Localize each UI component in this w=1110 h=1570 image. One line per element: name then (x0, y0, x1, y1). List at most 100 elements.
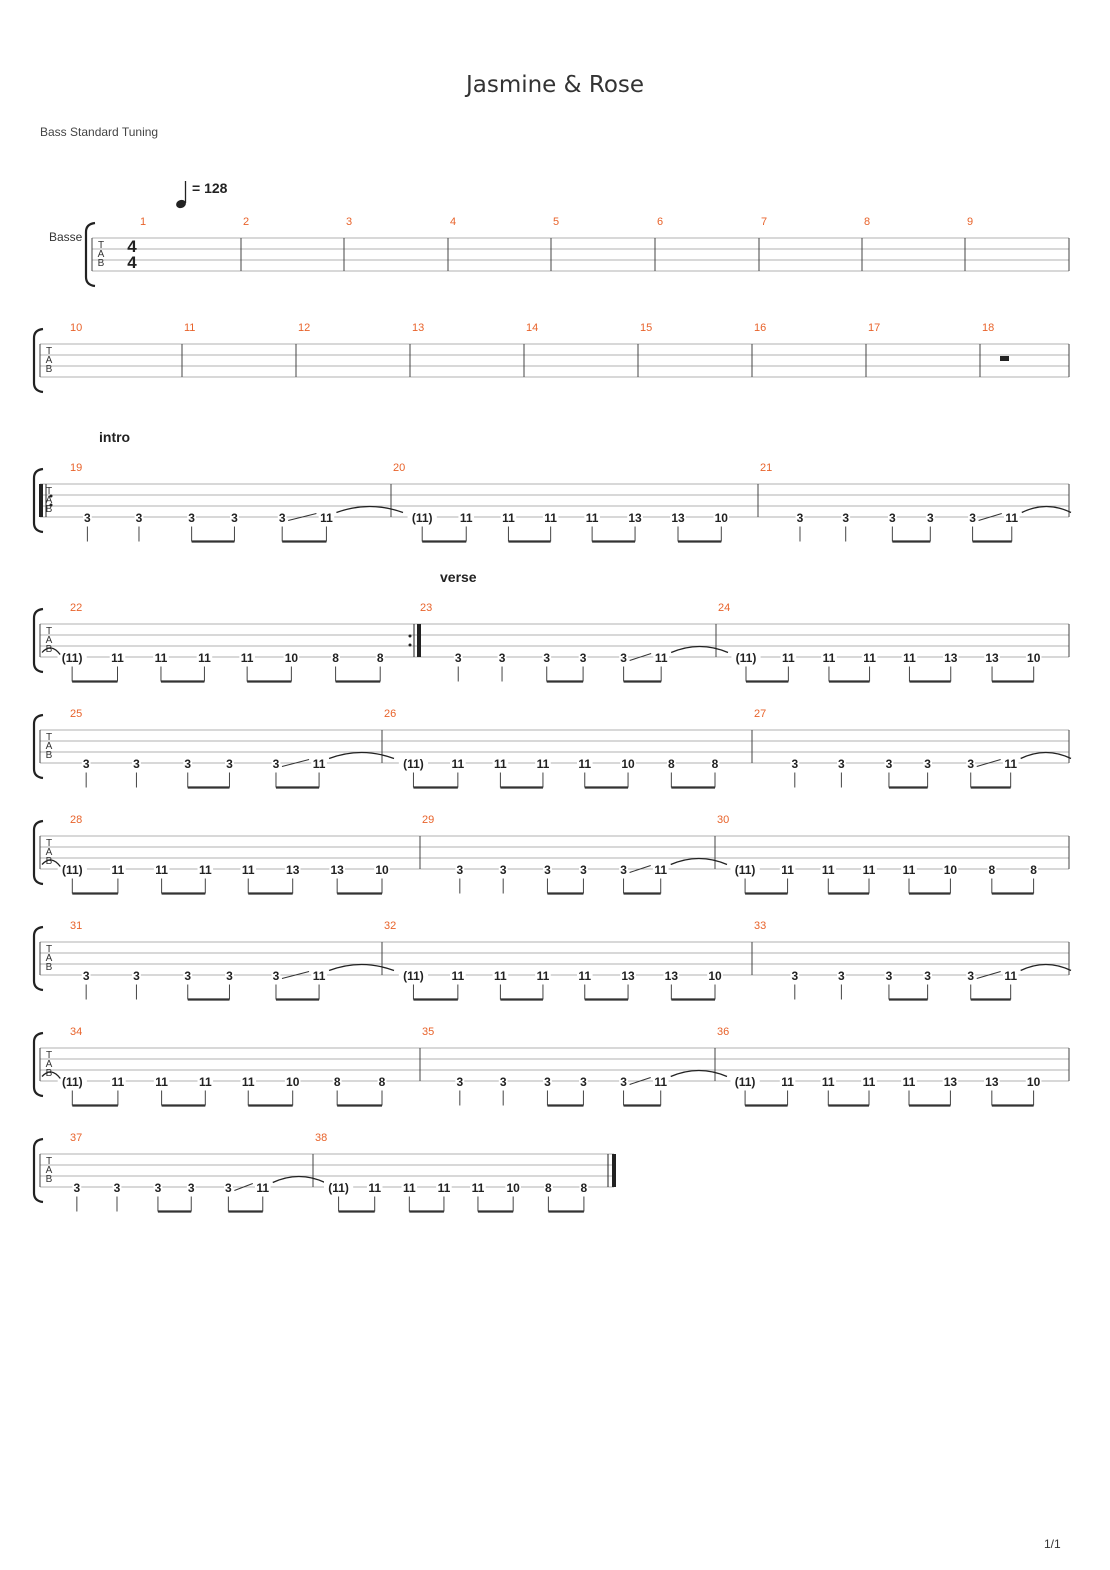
fret-number: 3 (543, 651, 550, 665)
fret-number: 3 (225, 1181, 232, 1195)
repeat-dot (49, 494, 53, 498)
fret-number: 10 (375, 863, 389, 877)
measure-number: 30 (717, 814, 729, 826)
fret-number: 3 (74, 1181, 81, 1195)
system-brace (32, 819, 44, 886)
tab-clef-letter: T (46, 626, 52, 637)
fret-bg (453, 650, 463, 664)
fret-number: 11 (655, 651, 668, 665)
fret-number: 11 (112, 1075, 125, 1089)
fret-number: 10 (285, 651, 299, 665)
fret-bg (81, 968, 91, 982)
slide-line (288, 513, 317, 521)
fret-bg (132, 968, 141, 982)
measure-number: 16 (754, 322, 766, 334)
repeat-dot (49, 503, 53, 507)
fret-bg (576, 756, 593, 770)
fret-number: 3 (580, 651, 587, 665)
fret-bg (323, 1180, 354, 1194)
fret-bg (153, 650, 169, 664)
fret-bg (283, 650, 300, 664)
system-brace (32, 713, 44, 780)
tie-arc (41, 1071, 61, 1079)
fret-bg (277, 510, 287, 524)
measure-number: 33 (754, 920, 766, 932)
fret-number: (11) (736, 651, 757, 665)
fret-number: 3 (84, 511, 91, 525)
fret-number: 3 (791, 757, 798, 771)
tab-clef-letter: B (46, 1174, 53, 1185)
fret-bg (901, 862, 917, 876)
fret-number: 8 (545, 1181, 552, 1195)
fret-bg (576, 968, 593, 982)
fret-number: (11) (328, 1181, 349, 1195)
measure-number: 11 (184, 322, 195, 334)
fret-bg (652, 1074, 669, 1088)
fret-bg (225, 968, 234, 982)
fret-bg (458, 510, 475, 524)
fret-number: 11 (537, 757, 550, 771)
fret-number: 3 (924, 969, 931, 983)
tie-arc (41, 859, 61, 867)
repeat-end-thick-bar (417, 624, 421, 657)
fret-bg (183, 968, 193, 982)
fret-bg (584, 510, 600, 524)
fret-bg (374, 862, 390, 876)
measure-number: 28 (70, 814, 82, 826)
fret-bg (820, 1074, 837, 1088)
fret-bg (652, 862, 669, 876)
fret-bg (923, 968, 933, 982)
fret-number: 10 (506, 1181, 520, 1195)
fret-bg (311, 756, 327, 770)
fret-number: 8 (332, 651, 339, 665)
fret-number: 11 (1004, 757, 1017, 771)
fret-number: 8 (988, 863, 995, 877)
fret-bg (455, 1074, 465, 1088)
fret-bg (901, 650, 918, 664)
fret-bg (82, 510, 92, 524)
fret-number: 11 (452, 969, 465, 983)
fret-bg (619, 862, 628, 876)
fret-bg (239, 650, 255, 664)
quarter-note-icon (176, 199, 186, 209)
tab-clef-letter: B (46, 504, 53, 515)
measure-number: 38 (315, 1132, 327, 1144)
fret-bg (713, 510, 730, 524)
fret-bg (653, 650, 669, 664)
fret-number: 3 (500, 1075, 507, 1089)
tie-arc (1020, 751, 1072, 760)
fret-number: 8 (581, 1181, 588, 1195)
fret-number: 11 (537, 969, 550, 983)
fret-number: 11 (111, 651, 124, 665)
tab-clef-letter: A (46, 495, 53, 506)
fret-number: 3 (580, 1075, 587, 1089)
fret-bg (450, 968, 466, 982)
fret-bg (968, 510, 977, 524)
fret-number: 11 (578, 969, 591, 983)
tab-clef-letter: A (46, 1165, 53, 1176)
fret-bg (311, 968, 327, 982)
measure-number: 24 (718, 602, 730, 614)
fret-number: 11 (903, 863, 916, 877)
tab-clef-letter: A (46, 847, 53, 858)
fret-bg (966, 968, 976, 982)
tab-clef-letter: A (46, 635, 53, 646)
fret-bg (271, 968, 281, 982)
measure-number: 5 (553, 216, 559, 228)
fret-number: 11 (1005, 511, 1018, 525)
fret-number: 3 (499, 651, 506, 665)
fret-number: 3 (838, 757, 845, 771)
fret-bg (375, 650, 385, 664)
slide-line (976, 971, 1001, 979)
fret-number: 3 (133, 969, 140, 983)
fret-number: 8 (1030, 863, 1037, 877)
fret-bg (966, 756, 976, 770)
fret-bg (284, 1074, 301, 1088)
measure-number: 26 (384, 708, 396, 720)
fret-number: 3 (967, 757, 974, 771)
tie-arc (1020, 963, 1072, 972)
fret-number: 11 (494, 757, 507, 771)
fret-bg (225, 756, 234, 770)
fret-number: 3 (500, 863, 507, 877)
